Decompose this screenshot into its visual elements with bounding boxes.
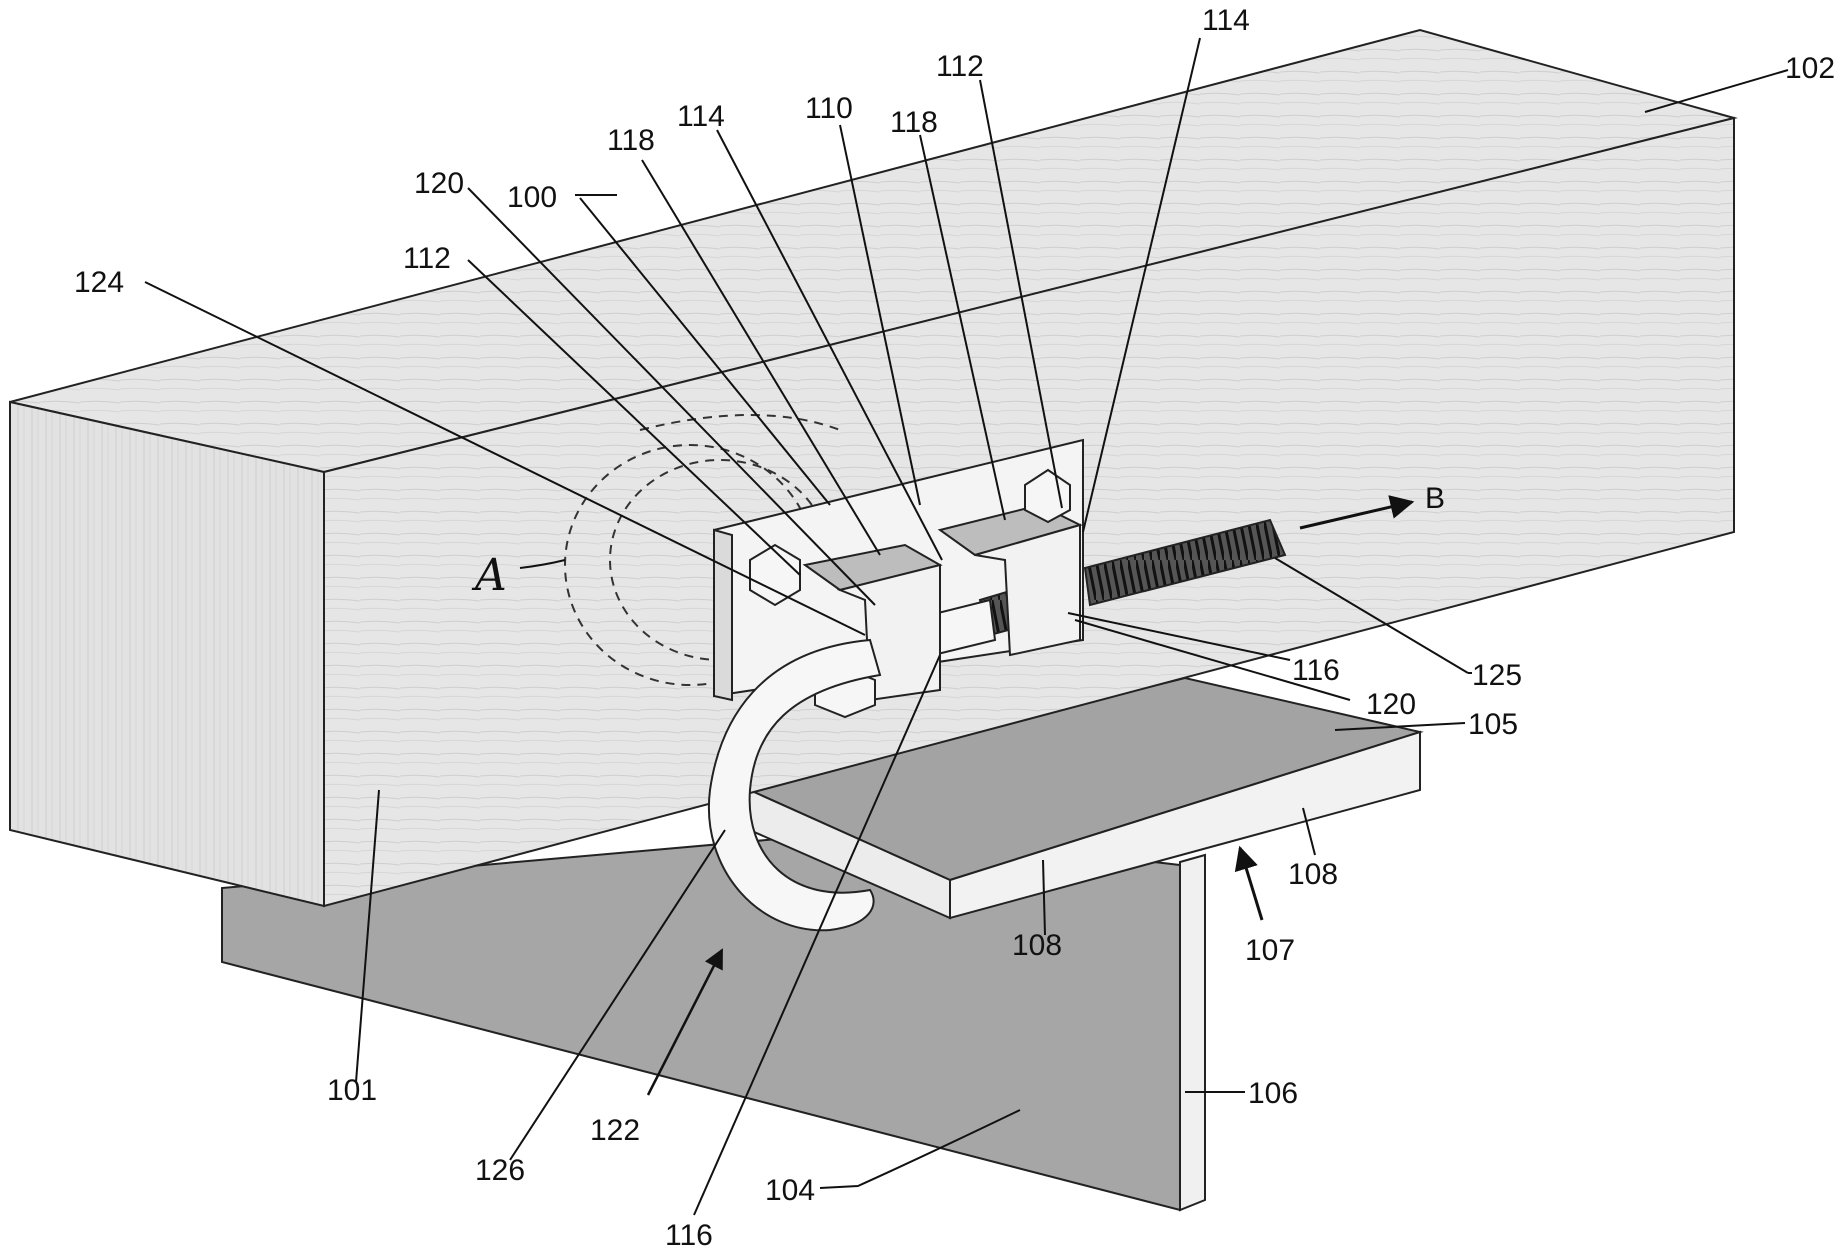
label-125: 125	[1472, 659, 1522, 692]
clamp-plate-side	[714, 530, 732, 700]
label-114-top: 114	[1202, 4, 1250, 37]
label-102: 102	[1785, 52, 1835, 85]
arrow-107	[1240, 848, 1262, 920]
label-120-top: 120	[414, 167, 464, 200]
label-118-left: 118	[607, 124, 655, 157]
label-118-right: 118	[890, 106, 938, 139]
label-114-mid: 114	[677, 100, 725, 133]
label-124: 124	[74, 266, 124, 299]
label-112-top: 112	[936, 50, 984, 83]
label-110: 110	[805, 92, 853, 125]
label-105: 105	[1468, 708, 1518, 741]
label-107: 107	[1245, 934, 1295, 967]
label-120-right: 120	[1366, 688, 1416, 721]
label-108-left: 108	[1012, 929, 1062, 962]
label-126: 126	[475, 1154, 525, 1187]
wood-beam-end	[10, 402, 324, 906]
label-108-right: 108	[1288, 858, 1338, 891]
label-100: 100	[507, 181, 557, 214]
label-122: 122	[590, 1114, 640, 1147]
label-b: B	[1425, 482, 1445, 515]
label-116-bottom: 116	[665, 1219, 713, 1252]
label-116-right: 116	[1292, 654, 1340, 687]
label-104: 104	[765, 1174, 815, 1207]
label-112-left: 112	[403, 242, 451, 275]
label-101: 101	[327, 1074, 377, 1107]
label-a: A	[471, 550, 507, 601]
beam-web-edge	[1180, 855, 1205, 1210]
label-106: 106	[1248, 1077, 1298, 1110]
